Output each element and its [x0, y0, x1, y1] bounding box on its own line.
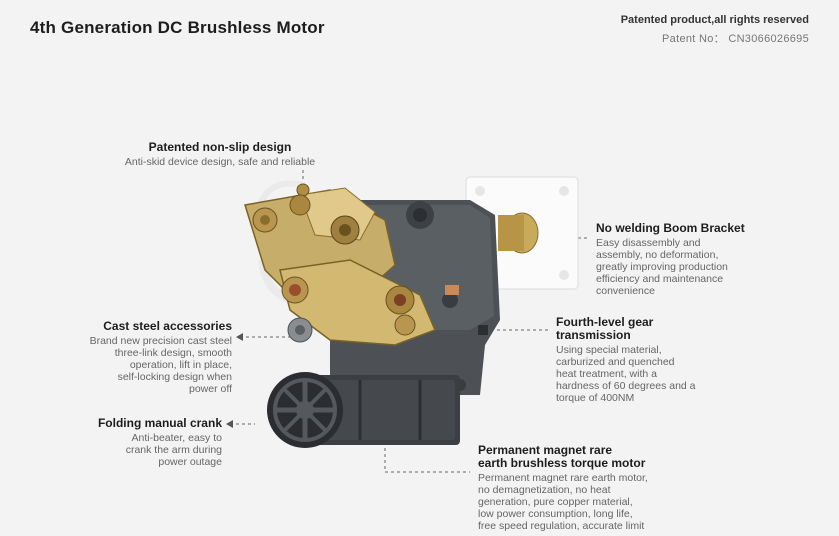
desc-line: Brand new precision cast steel	[89, 335, 232, 347]
callout-crank: Folding manual crank Anti-beater, easy t…	[40, 416, 222, 469]
callout-gear: Fourth-level gear transmission Using spe…	[556, 316, 756, 405]
desc-line: hardness of 60 degrees and a	[556, 380, 696, 392]
desc-line: power off	[189, 383, 232, 395]
callout-nonslip-desc: Anti-skid device design, safe and reliab…	[124, 156, 316, 168]
callout-crank-desc: Anti-beater, easy to crank the arm durin…	[40, 432, 222, 468]
callout-magnet-desc: Permanent magnet rare earth motor, no de…	[478, 472, 728, 532]
cast-steel-linkage	[244, 183, 459, 346]
callout-gear-heading: Fourth-level gear transmission	[556, 316, 756, 342]
desc-line: crank the arm during	[125, 444, 222, 456]
desc-line: efficiency and maintenance	[596, 273, 724, 285]
heading-line: transmission	[556, 328, 631, 342]
callout-nonslip: Patented non-slip design Anti-skid devic…	[80, 140, 360, 169]
heading-line: Permanent magnet rare	[478, 443, 613, 457]
heading-line: earth brushless torque motor	[478, 456, 646, 470]
callout-magnet: Permanent magnet rare earth brushless to…	[478, 444, 728, 533]
desc-line: low power consumption, long life,	[478, 508, 633, 520]
page-title: 4th Generation DC Brushless Motor	[30, 18, 325, 37]
manual-crank-wheel	[267, 372, 343, 448]
callout-nonslip-heading: Patented non-slip design	[148, 140, 292, 154]
desc-line: convenience	[596, 285, 655, 297]
desc-line: Using special material,	[556, 344, 662, 356]
callout-boom-desc: Easy disassembly and assembly, no deform…	[596, 237, 826, 297]
desc-line: torque of 400NM	[556, 392, 635, 404]
desc-line: three-link design, smooth	[114, 347, 232, 359]
callout-caststeel: Cast steel accessories Brand new precisi…	[20, 319, 232, 396]
desc-line: heat treatment, with a	[556, 368, 657, 380]
desc-line: power outage	[158, 456, 222, 468]
desc-line: Permanent magnet rare earth motor,	[478, 472, 648, 484]
callout-boom-heading: No welding Boom Bracket	[596, 221, 745, 235]
desc-line: greatly improving production	[596, 261, 728, 273]
callout-caststeel-desc: Brand new precision cast steel three-lin…	[20, 335, 232, 395]
desc-line: Easy disassembly and	[596, 237, 701, 249]
patent-number: Patent No： CN3066026695	[662, 33, 809, 45]
callout-gear-desc: Using special material, carburized and q…	[556, 344, 756, 404]
desc-line: assembly, no deformation,	[596, 249, 719, 261]
desc-line: free speed regulation, accurate limit	[478, 520, 645, 532]
callout-caststeel-heading: Cast steel accessories	[103, 319, 232, 333]
desc-line: no demagnetization, no heat	[478, 484, 611, 496]
desc-line: operation, lift in place,	[129, 359, 232, 371]
heading-line: Fourth-level gear	[556, 315, 654, 329]
callout-magnet-heading: Permanent magnet rare earth brushless to…	[478, 444, 728, 470]
desc-line: Anti-beater, easy to	[131, 432, 222, 444]
desc-line: generation, pure copper material,	[478, 496, 633, 508]
callout-boom: No welding Boom Bracket Easy disassembly…	[596, 221, 826, 298]
desc-line: self-locking design when	[117, 371, 232, 383]
patent-statement: Patented product,all rights reserved	[620, 14, 809, 26]
callout-crank-heading: Folding manual crank	[97, 416, 222, 430]
desc-line: carburized and quenched	[556, 356, 675, 368]
